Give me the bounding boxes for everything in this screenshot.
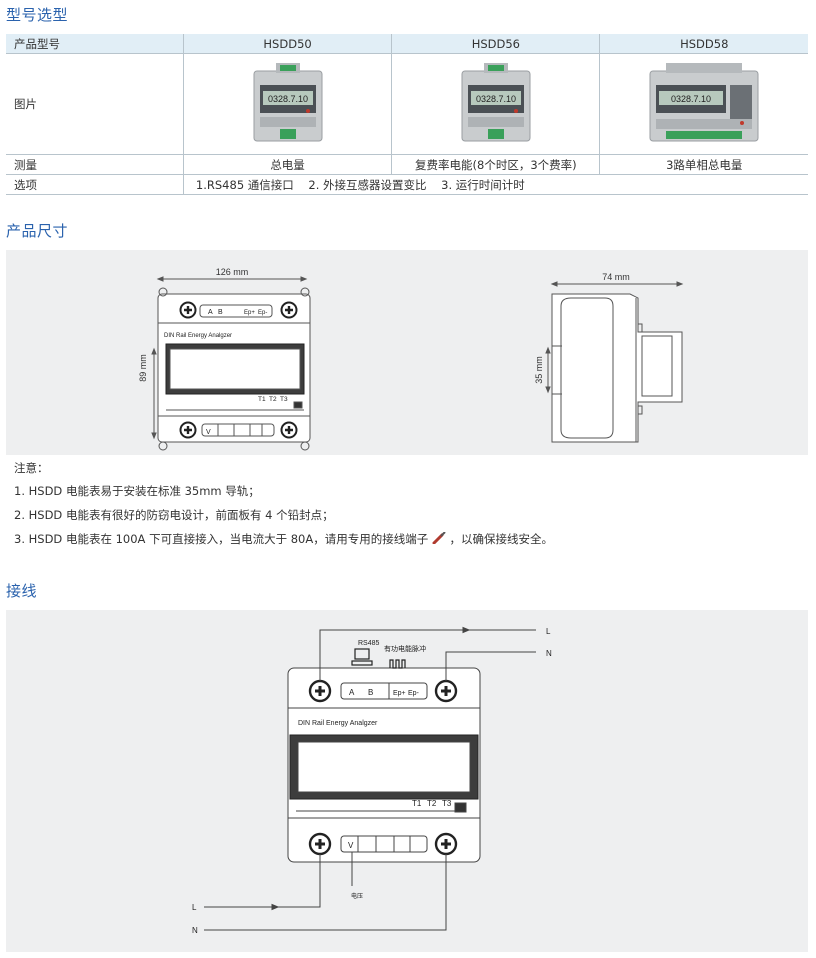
measure-hsdd56: 复费率电能(8个时区，3个费率)	[391, 154, 600, 175]
wiring-lines	[204, 626, 536, 931]
options-value: 1.RS485 通信接口 2. 外接互感器设置变比 3. 运行时间计时	[182, 174, 808, 195]
computer-icon	[351, 648, 373, 666]
wiring-terminal-v: V	[348, 841, 354, 850]
screw-icon	[280, 421, 298, 439]
line-l-right: L	[546, 627, 551, 636]
screw-icon	[280, 301, 298, 319]
model-name-hsdd58: HSDD58	[599, 34, 808, 54]
line-n-right: N	[546, 649, 552, 658]
notes-heading: 注意：	[14, 461, 49, 475]
model-name-hsdd50: HSDD50	[182, 34, 392, 54]
wiring-tariff-t3: T3	[442, 799, 452, 808]
line-l-left: L	[192, 903, 197, 912]
screw-icon	[434, 832, 458, 856]
wiring-terminal-a: A	[349, 688, 355, 697]
tariff-t1: T1	[258, 396, 266, 403]
tariff-t2: T2	[269, 396, 277, 403]
options-row: 选项 1.RS485 通信接口 2. 外接互感器设置变比 3. 运行时间计时	[6, 174, 808, 195]
dimension-drawings: 126 mm 89 mm A B Ep+ Ep- DIN Rail Energy…	[138, 267, 684, 451]
pulse-label: 有功电能脉冲	[384, 644, 426, 653]
note-item-3: 3. HSDD 电能表在 100A 下可直接接入，当电流大于 80A，请用专用的…	[14, 531, 553, 547]
measure-row: 测量 总电量 复费率电能(8个时区，3个费率) 3路单相总电量	[6, 154, 808, 175]
model-spec-table: 产品型号 HSDD50 HSDD56 HSDD58 图片 0328.7.10	[6, 34, 808, 195]
dimensions-section-title: 产品尺寸	[6, 222, 69, 240]
front-height-label: 89 mm	[138, 354, 148, 382]
pulse-icon	[389, 659, 406, 669]
screw-icon	[308, 679, 332, 703]
measure-hsdd58: 3路单相总电量	[599, 154, 808, 175]
wiring-section-title: 接线	[6, 582, 38, 600]
lcd-reading: 0328.7.10	[671, 94, 711, 104]
wiring-terminal-ep-minus: Ep-	[408, 690, 420, 697]
measure-label: 测量	[6, 154, 184, 175]
screw-icon	[179, 301, 197, 319]
dimensions-panel: 126 mm 89 mm A B Ep+ Ep- DIN Rail Energy…	[6, 250, 808, 455]
meter-outline	[287, 667, 481, 863]
tariff-t3: T3	[280, 396, 288, 403]
measure-hsdd50: 总电量	[182, 154, 392, 175]
picture-row: 图片 0328.7.10 0328.7.10	[6, 53, 808, 155]
model-name-hsdd56: HSDD56	[391, 34, 600, 54]
front-view-drawing	[151, 276, 311, 451]
note-item-1: 1. HSDD 电能表易于安装在标准 35mm 导轨；	[14, 484, 260, 498]
lcd-reading: 0328.7.10	[268, 94, 308, 104]
table-header-row: 产品型号 HSDD50 HSDD56 HSDD58	[6, 34, 808, 54]
terminal-v: V	[206, 429, 211, 436]
front-screw-icons	[179, 301, 298, 439]
side-rail-label: 35 mm	[534, 356, 544, 384]
terminal-b: B	[218, 309, 223, 316]
wiring-diagram: RS485 有功电能脉冲 电压 L N L N A B Ep+ Ep- DIN …	[192, 626, 552, 935]
header-label: 产品型号	[6, 34, 184, 54]
side-depth-label: 74 mm	[602, 272, 630, 282]
terminal-lug-icon	[432, 531, 446, 545]
wiring-tariff-t1: T1	[412, 799, 422, 808]
meter-photo-hsdd56: 0328.7.10	[461, 63, 531, 142]
screw-icon	[434, 679, 458, 703]
rs485-label: RS485	[358, 640, 380, 647]
front-width-label: 126 mm	[216, 267, 249, 277]
screw-icon	[179, 421, 197, 439]
side-view-drawing	[545, 281, 684, 443]
note-item-3-text: 3. HSDD 电能表在 100A 下可直接接入，当电流大于 80A，请用专用的…	[14, 532, 429, 546]
picture-label: 图片	[6, 53, 184, 155]
wiring-tariff-t2: T2	[427, 799, 437, 808]
wiring-terminal-b: B	[368, 688, 373, 697]
selection-section-title: 型号选型	[6, 6, 69, 24]
terminal-ep-minus: Ep-	[258, 310, 267, 316]
wiring-panel: RS485 有功电能脉冲 电压 L N L N A B Ep+ Ep- DIN …	[6, 610, 808, 952]
terminal-ep-plus: Ep+	[244, 310, 255, 316]
note-item-3-end: ，以确保接线安全。	[449, 532, 554, 546]
note-item-2: 2. HSDD 电能表有很好的防窃电设计，前面板有 4 个铅封点；	[14, 508, 334, 522]
terminal-a: A	[208, 309, 213, 316]
front-brand-text: DIN Rail Energy Analgzer	[164, 333, 232, 339]
voltage-label: 电压	[351, 892, 363, 900]
options-label: 选项	[6, 174, 184, 195]
wiring-terminal-ep-plus: Ep+	[393, 690, 406, 697]
wiring-brand-text: DIN Rail Energy Analgzer	[298, 720, 378, 727]
meter-photo-hsdd50: 0328.7.10	[253, 63, 323, 142]
line-n-left: N	[192, 926, 198, 935]
lcd-reading: 0328.7.10	[476, 94, 516, 104]
screw-icon	[308, 832, 332, 856]
meter-photo-hsdd58: 0328.7.10	[649, 63, 759, 142]
